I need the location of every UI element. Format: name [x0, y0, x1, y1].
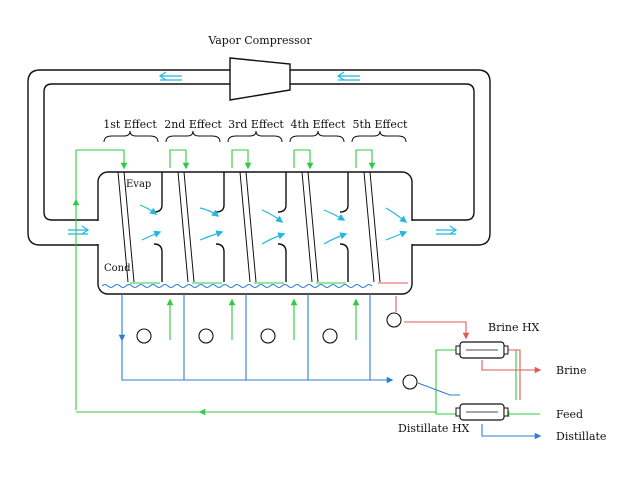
brine-hx: Brine HX: [455, 321, 540, 359]
brine-hx-label: Brine HX: [488, 321, 540, 334]
liquid-level: [101, 282, 408, 288]
distillate-hx: Distillate HX: [398, 403, 509, 435]
effect-label-3: 3rd Effect: [228, 118, 284, 131]
pump-4: [322, 328, 338, 344]
distillate-hx-label: Distillate HX: [398, 422, 470, 435]
tube-bundles: [117, 171, 381, 283]
distillate-lines: [118, 294, 542, 440]
effect-labels: 1st Effect 2nd Effect 3rd Effect 4th Eff…: [103, 118, 408, 131]
cond-label: Cond: [104, 263, 131, 274]
effect-label-1: 1st Effect: [103, 118, 157, 131]
pump-distillate: [402, 374, 418, 390]
pump-1: [136, 328, 152, 344]
effect-label-4: 4th Effect: [291, 118, 347, 131]
feed-stream-label: Feed: [556, 408, 583, 421]
pump-2: [198, 328, 214, 344]
compressor-label: Vapor Compressor: [207, 34, 312, 47]
brine-stream-label: Brine: [556, 364, 586, 377]
vapor-compressor: Vapor Compressor: [207, 34, 312, 101]
effect-label-2: 2nd Effect: [164, 118, 222, 131]
brine-lines: [395, 296, 542, 400]
vapor-duct: [27, 69, 491, 246]
effect-dividers: [153, 172, 349, 282]
effect-vapor-arrows: [139, 204, 408, 245]
pump-brine: [386, 312, 402, 328]
distillate-stream-label: Distillate: [556, 430, 606, 443]
pump-3: [260, 328, 276, 344]
pumps: [136, 312, 418, 390]
vapor-flow-arrows: [68, 71, 458, 235]
effect-braces: [103, 130, 407, 143]
evap-label: Evap: [126, 179, 151, 190]
effect-label-5: 5th Effect: [353, 118, 409, 131]
feed-lines: [72, 149, 540, 418]
evaporator-vessel: [96, 171, 414, 295]
